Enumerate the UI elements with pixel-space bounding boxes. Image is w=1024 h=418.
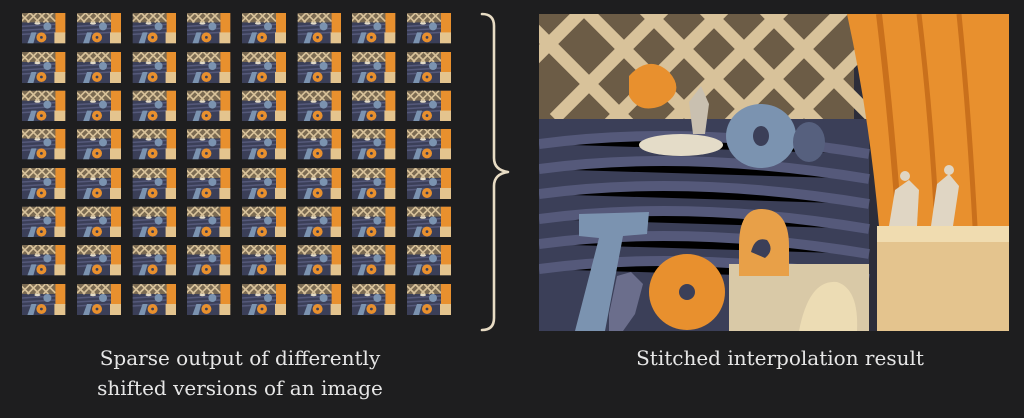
shifted-thumbnail bbox=[407, 13, 451, 44]
shifted-thumbnail bbox=[132, 284, 176, 315]
shifted-thumbnail bbox=[407, 245, 451, 276]
shifted-thumbnail bbox=[22, 52, 66, 83]
shifted-thumbnail bbox=[352, 284, 396, 315]
shifted-thumbnail bbox=[77, 206, 121, 237]
shifted-thumbnail bbox=[242, 168, 286, 199]
shifted-thumbnail bbox=[22, 245, 66, 276]
shifted-thumbnail bbox=[297, 13, 341, 44]
shifted-thumbnail bbox=[187, 90, 231, 121]
shifted-thumbnail bbox=[77, 245, 121, 276]
shifted-thumbnail bbox=[187, 245, 231, 276]
shifted-thumbnail bbox=[132, 129, 176, 160]
shifted-thumbnail bbox=[352, 168, 396, 199]
shifted-thumbnail bbox=[132, 13, 176, 44]
shifted-thumbnail bbox=[407, 52, 451, 83]
shifted-thumbnail bbox=[297, 206, 341, 237]
shifted-thumbnail bbox=[352, 206, 396, 237]
shifted-thumbnail bbox=[242, 52, 286, 83]
shifted-thumbnail bbox=[187, 284, 231, 315]
shifted-thumbnail bbox=[407, 284, 451, 315]
shifted-thumbnail bbox=[242, 90, 286, 121]
shifted-thumbnail bbox=[22, 284, 66, 315]
shifted-thumbnail bbox=[352, 129, 396, 160]
shifted-thumbnail bbox=[132, 52, 176, 83]
left-caption-line-1: Sparse output of differently bbox=[99, 346, 381, 370]
shifted-thumbnail bbox=[352, 245, 396, 276]
shifted-thumbnail bbox=[297, 129, 341, 160]
shifted-thumbnail bbox=[77, 129, 121, 160]
shifted-thumbnail bbox=[297, 245, 341, 276]
shifted-thumbnail bbox=[22, 206, 66, 237]
shifted-thumbnail bbox=[77, 284, 121, 315]
shifted-thumbnail bbox=[297, 90, 341, 121]
shifted-thumbnail bbox=[22, 90, 66, 121]
shifted-thumbnail bbox=[352, 13, 396, 44]
shifted-thumbnail bbox=[407, 90, 451, 121]
shifted-thumbnail bbox=[297, 284, 341, 315]
shifted-thumbnail bbox=[187, 206, 231, 237]
shifted-thumbnail bbox=[187, 52, 231, 83]
shifted-thumbnail bbox=[297, 52, 341, 83]
shifted-thumbnail bbox=[77, 13, 121, 44]
shifted-thumbnail bbox=[242, 129, 286, 160]
shifted-image-grid bbox=[22, 13, 456, 336]
shifted-thumbnail bbox=[242, 284, 286, 315]
shifted-thumbnail bbox=[407, 168, 451, 199]
shifted-thumbnail bbox=[132, 206, 176, 237]
shifted-thumbnail bbox=[407, 206, 451, 237]
shifted-thumbnail bbox=[242, 13, 286, 44]
interpolated-image bbox=[539, 14, 1009, 331]
shifted-thumbnail bbox=[22, 168, 66, 199]
shifted-thumbnail bbox=[77, 168, 121, 199]
right-caption: Stitched interpolation result bbox=[636, 346, 924, 370]
shifted-thumbnail bbox=[352, 90, 396, 121]
shifted-thumbnail bbox=[187, 168, 231, 199]
left-caption: Sparse output of differently shifted ver… bbox=[40, 343, 440, 403]
shifted-thumbnail bbox=[187, 13, 231, 44]
shifted-thumbnail bbox=[187, 129, 231, 160]
shifted-thumbnail bbox=[22, 129, 66, 160]
shifted-thumbnail bbox=[242, 206, 286, 237]
shifted-thumbnail bbox=[77, 52, 121, 83]
shifted-thumbnail bbox=[352, 52, 396, 83]
shifted-thumbnail bbox=[132, 245, 176, 276]
shifted-thumbnail bbox=[132, 90, 176, 121]
shifted-thumbnail bbox=[132, 168, 176, 199]
shifted-thumbnail bbox=[407, 129, 451, 160]
shifted-thumbnail bbox=[297, 168, 341, 199]
shifted-thumbnail bbox=[22, 13, 66, 44]
shifted-thumbnail bbox=[242, 245, 286, 276]
left-caption-line-2: shifted versions of an image bbox=[97, 376, 383, 400]
brace-icon bbox=[480, 12, 510, 332]
shifted-thumbnail bbox=[77, 90, 121, 121]
